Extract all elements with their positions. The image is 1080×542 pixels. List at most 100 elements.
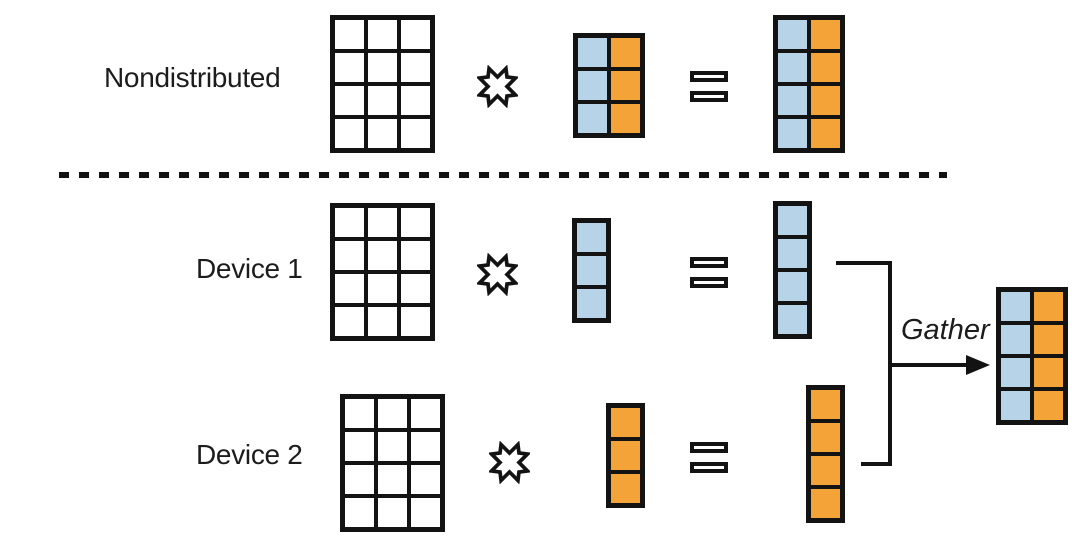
matrix-cell [345, 465, 374, 494]
matrix-cell [611, 104, 640, 133]
matrix-cell [401, 274, 430, 303]
equals-bar [690, 442, 728, 453]
matrix-cell [1034, 325, 1063, 354]
equals-icon [690, 71, 728, 102]
matrix-cell [401, 307, 430, 336]
dashed-divider-line [59, 172, 947, 178]
matrix-cell [335, 20, 364, 49]
equals-bar [690, 257, 728, 268]
matrix-cell [578, 38, 607, 67]
matrix-cell [778, 272, 807, 301]
equals-bar [690, 71, 728, 82]
matrix-cell [778, 206, 807, 235]
matrix-cell [401, 20, 430, 49]
input-matrix-device2 [340, 394, 445, 532]
weight-shard-device2 [606, 403, 645, 508]
matrix-cell [1034, 391, 1063, 420]
matrix-cell [368, 53, 397, 82]
matrix-cell [1001, 292, 1030, 321]
matrix-cell [811, 456, 840, 485]
matrix-cell [577, 289, 606, 318]
matrix-cell [411, 465, 440, 494]
matrix-cell [378, 432, 407, 461]
matrix-cell [811, 53, 840, 82]
matrix-cell [811, 86, 840, 115]
output-shard-device1 [773, 201, 812, 339]
matrix-cell [401, 208, 430, 237]
matrix-cell [335, 119, 364, 148]
matrix-cell [401, 53, 430, 82]
matrix-cell [1034, 292, 1063, 321]
matrix-cell [335, 208, 364, 237]
matrix-cell [401, 241, 430, 270]
input-matrix-nondistributed [330, 15, 435, 153]
matrix-cell [577, 256, 606, 285]
matrix-cell [378, 399, 407, 428]
gather-arrowhead-icon [966, 355, 990, 375]
matrix-cell [345, 432, 374, 461]
matrix-cell [378, 465, 407, 494]
matrix-cell [778, 53, 807, 82]
gather-bracket [836, 261, 892, 466]
matrix-cell [778, 20, 807, 49]
matrix-cell [368, 307, 397, 336]
matrix-cell [611, 441, 640, 470]
matrix-cell [368, 20, 397, 49]
weight-shard-device1 [572, 218, 611, 323]
matrix-cell [1001, 358, 1030, 387]
input-matrix-device1 [330, 203, 435, 341]
matrix-cell [1001, 325, 1030, 354]
matrix-cell [778, 305, 807, 334]
matrix-cell [611, 408, 640, 437]
matrix-cell [611, 474, 640, 503]
matrix-cell [335, 241, 364, 270]
matrix-cell [335, 274, 364, 303]
output-shard-device2 [806, 385, 845, 523]
matrix-cell [335, 307, 364, 336]
matrix-cell [811, 489, 840, 518]
equals-icon [690, 257, 728, 288]
matrix-cell [811, 423, 840, 452]
multiply-icon [477, 65, 518, 108]
matrix-cell [1001, 391, 1030, 420]
multiply-icon [477, 253, 518, 296]
matrix-cell [378, 498, 407, 527]
equals-bar [690, 462, 728, 473]
equals-bar [690, 277, 728, 288]
matrix-cell [345, 399, 374, 428]
matrix-cell [778, 86, 807, 115]
matrix-cell [578, 71, 607, 100]
matrix-cell [811, 390, 840, 419]
matrix-cell [611, 71, 640, 100]
matrix-cell [368, 241, 397, 270]
matrix-cell [335, 86, 364, 115]
matrix-cell [411, 399, 440, 428]
matrix-cell [577, 223, 606, 252]
matrix-cell [778, 119, 807, 148]
matrix-cell [401, 119, 430, 148]
matrix-cell [411, 498, 440, 527]
matrix-cell [345, 498, 374, 527]
matrix-cell [811, 20, 840, 49]
equals-icon [690, 442, 728, 473]
multiply-icon [489, 441, 530, 484]
matrix-cell [368, 274, 397, 303]
label-device-2: Device 2 [196, 439, 303, 470]
matrix-cell [778, 239, 807, 268]
equals-bar [690, 91, 728, 102]
gather-label: Gather [901, 314, 990, 346]
matrix-cell [578, 104, 607, 133]
matrix-cell [368, 86, 397, 115]
matrix-cell [411, 432, 440, 461]
matrix-cell [335, 53, 364, 82]
output-matrix-full [773, 15, 845, 153]
matrix-cell [401, 86, 430, 115]
matrix-cell [368, 119, 397, 148]
weight-matrix-full [573, 33, 645, 138]
matrix-cell [1034, 358, 1063, 387]
matrix-cell [368, 208, 397, 237]
gathered-output-matrix [996, 287, 1068, 425]
label-device-1: Device 1 [196, 253, 303, 284]
